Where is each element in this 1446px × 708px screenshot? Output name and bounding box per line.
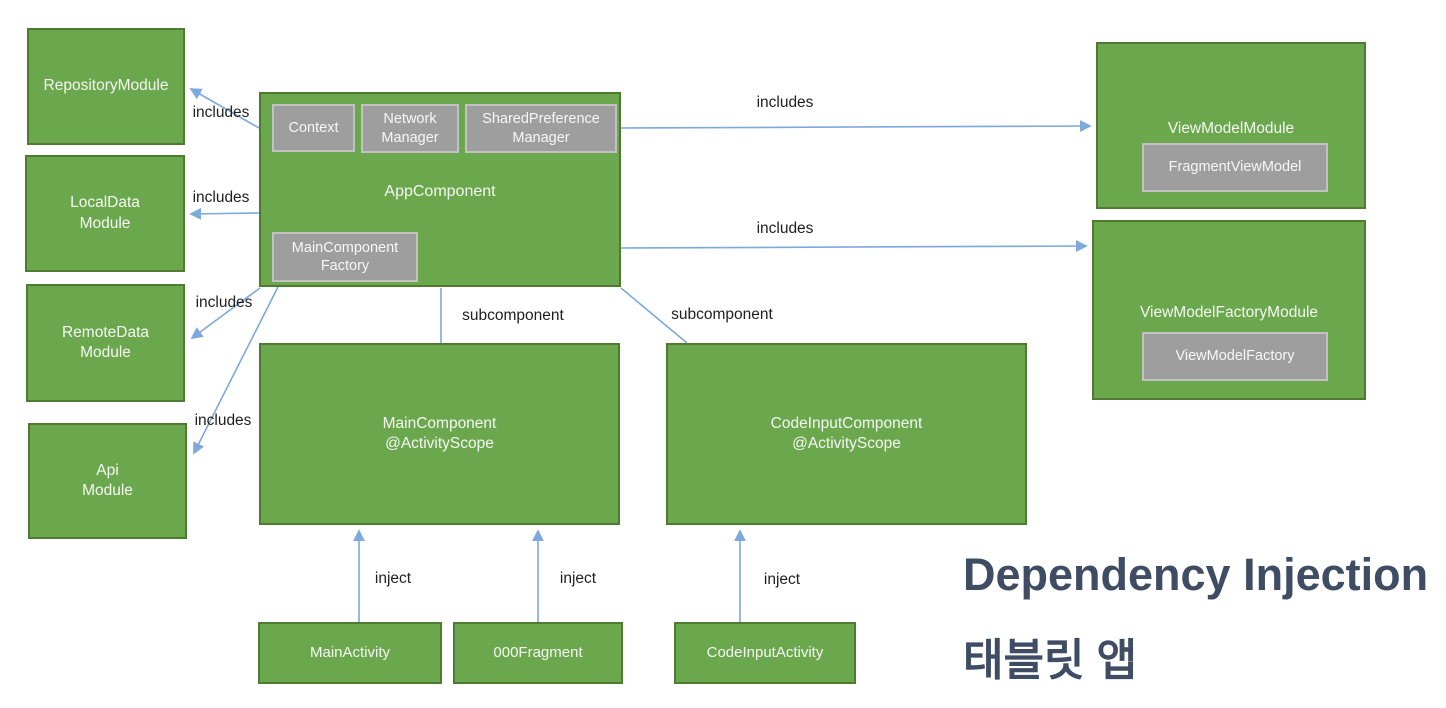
label-includes-localdata: includes (192, 189, 250, 206)
node-app-component: Context Network Manager SharedPreference… (259, 92, 621, 287)
node-000fragment: 000Fragment (453, 622, 623, 684)
node-api-module: Api Module (28, 423, 187, 539)
label-subcomponent-codeinput: subcomponent (671, 306, 773, 323)
label-subcomponent-main: subcomponent (462, 307, 564, 324)
node-network-manager: Network Manager (361, 104, 459, 153)
edge-includes-viewmodelmodule (620, 120, 1092, 133)
node-main-component: MainComponent @ActivityScope (259, 343, 620, 525)
slide-title-line1: Dependency Injection (963, 549, 1429, 600)
node-context: Context (272, 104, 355, 152)
node-code-input-activity: CodeInputActivity (674, 622, 856, 684)
label-inject-codeinputactivity: inject (763, 571, 801, 588)
label-includes-repository: includes (192, 104, 250, 121)
node-viewmodel-factory: ViewModelFactory (1142, 332, 1328, 381)
node-localdata-module: LocalData Module (25, 155, 185, 272)
node-viewmodel-module: ViewModelModule FragmentViewModel (1096, 42, 1366, 209)
node-repository-module: RepositoryModule (27, 28, 185, 145)
label-includes-api: includes (194, 412, 252, 429)
app-component-label: AppComponent (384, 183, 496, 200)
slide-title-line2: 태블릿 앱 (963, 636, 1138, 685)
label-includes-viewmodelmodule: includes (756, 94, 814, 111)
viewmodelfactory-module-label: ViewModelFactoryModule (1139, 304, 1319, 321)
label-inject-mainactivity: inject (374, 570, 412, 587)
node-remotedata-module: RemoteData Module (26, 284, 185, 402)
node-viewmodelfactory-module: ViewModelFactoryModule ViewModelFactory (1092, 220, 1366, 400)
label-includes-viewmodelfactorymodule: includes (756, 220, 814, 237)
node-fragment-viewmodel: FragmentViewModel (1142, 143, 1328, 192)
label-includes-remotedata: includes (195, 294, 253, 311)
node-sharedpreference-manager: SharedPreference Manager (465, 104, 617, 153)
node-main-activity: MainActivity (258, 622, 442, 684)
label-inject-fragment: inject (559, 570, 597, 587)
edge-includes-localdata (189, 207, 260, 220)
viewmodel-module-label: ViewModelModule (1167, 120, 1295, 137)
node-maincomponent-factory: MainComponent Factory (272, 232, 418, 282)
edge-includes-viewmodelfactorymodule (620, 240, 1088, 253)
node-code-input-component: CodeInputComponent @ActivityScope (666, 343, 1027, 525)
